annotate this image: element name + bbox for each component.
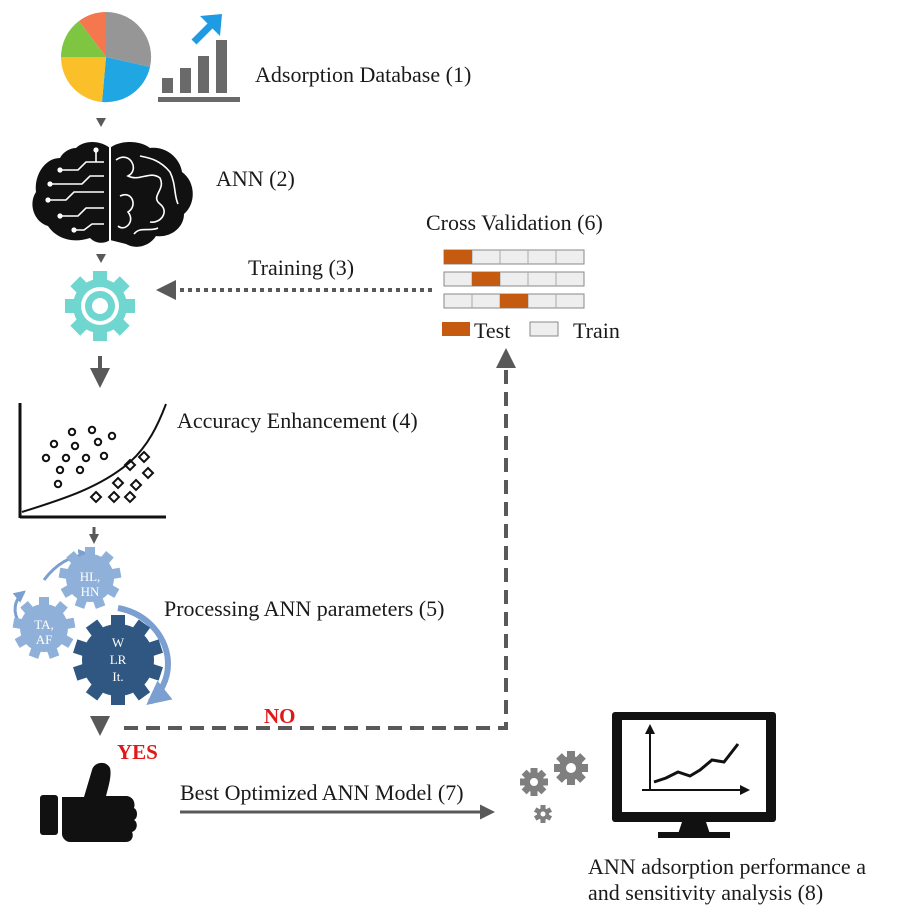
gear-left-line2: AF	[35, 632, 53, 647]
gear-top-label: HL, HN	[70, 569, 110, 599]
step-database-label: Adsorption Database (1)	[255, 62, 472, 87]
legend-test-label: Test	[474, 318, 511, 343]
thumbs-up-icon	[40, 762, 137, 842]
step-training-label: Training (3)	[248, 255, 355, 280]
step-best-model-label: Best Optimized ANN Model (7)	[180, 780, 464, 805]
parameter-gears-icon	[12, 547, 173, 706]
step-analysis-label-line1: ANN adsorption performance a	[588, 854, 866, 879]
step-ann-label: ANN (2)	[216, 166, 295, 191]
legend-train-swatch	[529, 321, 559, 337]
legend-test-swatch	[442, 322, 470, 336]
gear-big-label: W LR It.	[96, 634, 140, 685]
gear-top-line2: HN	[80, 584, 100, 599]
gear-left-line1: TA,	[34, 617, 54, 632]
fold-row-1	[443, 249, 585, 265]
fold-row-2	[443, 271, 585, 287]
scatter-classification-icon	[18, 403, 167, 519]
no-feedback-arrow	[124, 348, 516, 730]
arrow-ann-to-training	[96, 254, 106, 263]
gear-top-line1: HL,	[79, 569, 101, 584]
brain-icon	[32, 142, 193, 247]
decision-no-label: NO	[264, 704, 296, 728]
pie-chart-icon	[60, 11, 152, 103]
small-gears-icon	[520, 751, 588, 823]
fold-row-3	[443, 293, 585, 309]
bar-chart-growth-icon	[158, 14, 240, 102]
step-cross-validation-label: Cross Validation (6)	[426, 210, 603, 235]
gear-big-line1: W	[111, 635, 125, 650]
step-processing-label: Processing ANN parameters (5)	[164, 596, 445, 621]
monitor-chart-icon	[612, 712, 776, 838]
decision-yes-label: YES	[117, 740, 158, 764]
teal-gear-icon	[65, 271, 135, 341]
arrow-db-to-ann	[96, 118, 106, 127]
legend-train-label: Train	[573, 318, 620, 343]
gear-big-line3: It.	[112, 669, 124, 684]
arrow-accuracy-to-processing	[89, 534, 99, 544]
cross-validation-folds	[442, 249, 585, 337]
step-accuracy-label: Accuracy Enhancement (4)	[177, 408, 418, 433]
gear-big-line2: LR	[109, 652, 127, 667]
step-analysis-label-line2: and sensitivity analysis (8)	[588, 880, 824, 905]
gear-left-label: TA, AF	[24, 617, 64, 647]
